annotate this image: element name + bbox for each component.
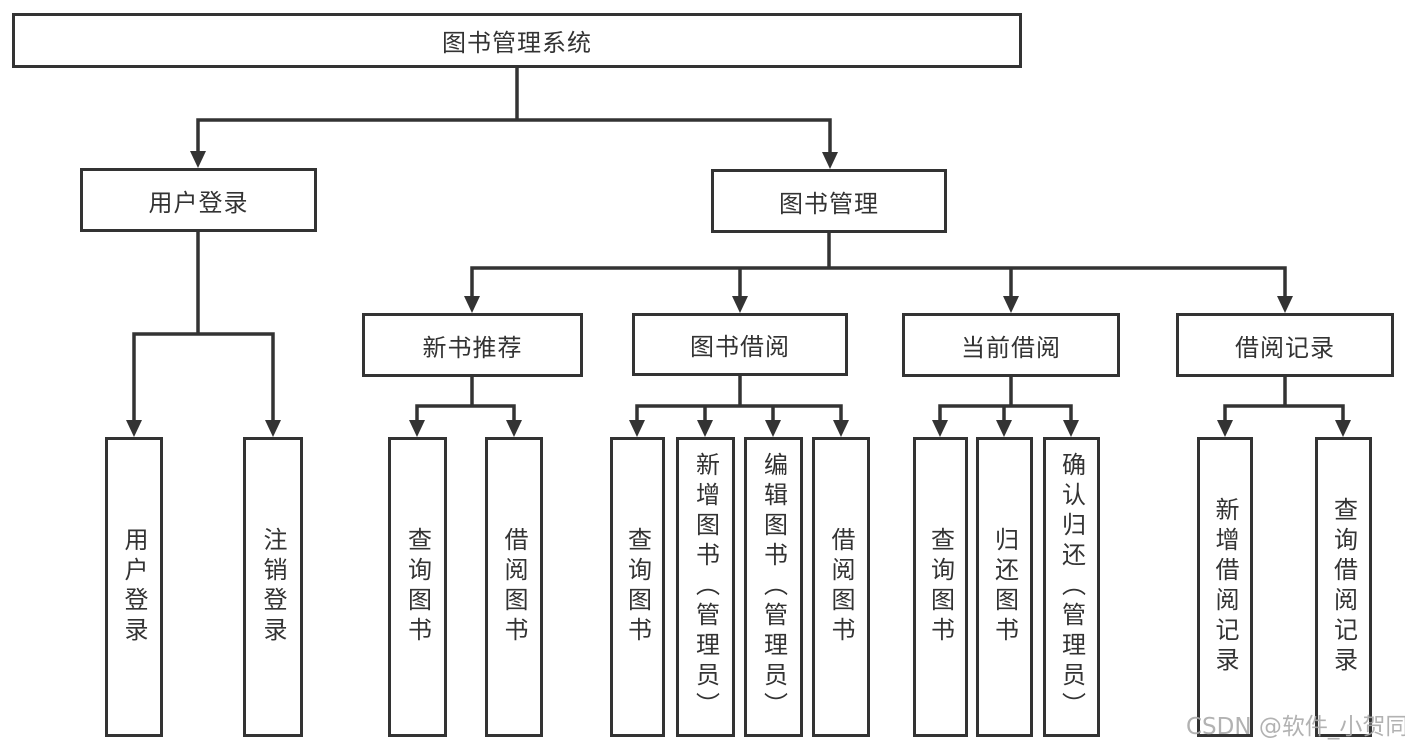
leaf-confirm-return-admin: 确认归还（管理员） — [1043, 437, 1100, 737]
connector-root-to-level2 — [196, 64, 832, 156]
csdn-watermark: CSDN @软件_小贺同学 — [1186, 714, 1405, 740]
node-current-borrowing: 当前借阅 — [902, 313, 1120, 377]
node-book-management: 图书管理 — [711, 169, 947, 233]
leaf-user-login: 用户登录 — [105, 437, 163, 737]
connector-newbookrec-to-leaves — [415, 375, 516, 424]
leaf-logout: 注销登录 — [243, 437, 303, 737]
connector-borrowrecord-to-leaves — [1223, 375, 1345, 424]
node-new-book-recommendation: 新书推荐 — [362, 313, 583, 377]
node-book-borrowing: 图书借阅 — [632, 313, 848, 376]
leaf-borrow-books-rec: 借阅图书 — [485, 437, 543, 737]
leaf-edit-books-admin: 编辑图书（管理员） — [744, 437, 803, 737]
leaf-query-books-current: 查询图书 — [913, 437, 968, 737]
node-borrowing-records: 借阅记录 — [1176, 313, 1394, 377]
leaf-query-borrow-record: 查询借阅记录 — [1315, 437, 1372, 737]
leaf-query-books-rec: 查询图书 — [388, 437, 447, 737]
connector-userlogin-to-leaves — [132, 230, 275, 424]
node-user-login: 用户登录 — [80, 168, 317, 232]
leaf-add-borrow-record: 新增借阅记录 — [1197, 437, 1253, 737]
leaf-borrow-books: 借阅图书 — [812, 437, 870, 737]
node-library-management-system: 图书管理系统 — [12, 13, 1022, 68]
leaf-return-books: 归还图书 — [976, 437, 1033, 737]
arrowheads — [126, 151, 1351, 437]
connector-currentborrow-to-leaves — [938, 375, 1073, 424]
connector-bookmgmt-to-level3 — [470, 231, 1287, 300]
connector-bookborrow-to-leaves — [635, 374, 843, 424]
leaf-query-books-borrow: 查询图书 — [610, 437, 665, 737]
leaf-add-books-admin: 新增图书（管理员） — [676, 437, 735, 737]
